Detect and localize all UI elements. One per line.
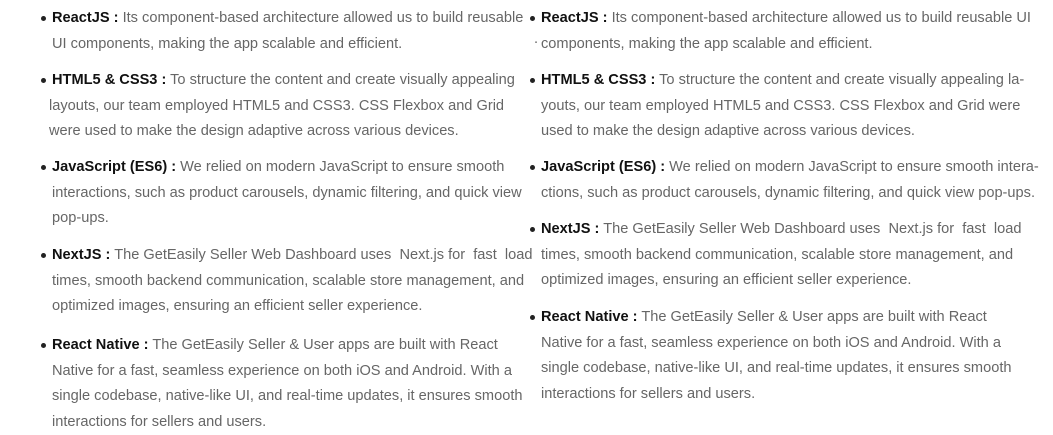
item-text: youts, our team employed HTML5 and CSS3.… — [541, 97, 1021, 114]
item-line: JavaScript (ES6) : We relied on modern J… — [541, 154, 1039, 180]
item-text: single codebase, native-like UI, and rea… — [541, 360, 1012, 376]
item-line: ReactJS : Its component-based architectu… — [52, 5, 523, 31]
item-line: React Native : The GetEasily Seller & Us… — [52, 332, 498, 358]
item-text: layouts, our team employed HTML5 and CSS… — [49, 97, 505, 114]
item-line: times, smooth backend communication, sca… — [52, 268, 524, 294]
item-text: The GetEasily Seller Web Dashboard uses … — [599, 221, 1022, 237]
item-line: ReactJS : Its component-based architectu… — [541, 5, 1031, 31]
item-text: UI components, making the app scalable a… — [52, 35, 403, 52]
left-column: ReactJS : Its component-based architectu… — [41, 0, 532, 435]
item-line: Native for a fast, seamless experience o… — [541, 330, 1001, 356]
item-line: HTML5 & CSS3 : To structure the content … — [541, 67, 1024, 93]
item-line: interactions for sellers and users. — [541, 381, 755, 407]
item-text: used to make the design adaptive across … — [541, 123, 915, 139]
item-line: React Native : The GetEasily Seller & Us… — [541, 304, 987, 330]
item-text: interactions, such as product carousels,… — [52, 184, 522, 201]
bullet-icon — [530, 315, 535, 320]
item-line: NextJS : The GetEasily Seller Web Dashbo… — [52, 242, 532, 268]
bullet-icon — [530, 165, 535, 170]
item-title: HTML5 & CSS3 : — [541, 72, 656, 88]
item-line: interactions for sellers and users. — [52, 409, 266, 435]
item-line: layouts, our team employed HTML5 and CSS… — [49, 93, 504, 119]
item-text: optimized images, ensuring an efficient … — [541, 272, 912, 288]
item-line: single codebase, native-like UI, and rea… — [541, 355, 1012, 381]
right-column: . ReactJS : Its component-based architec… — [530, 0, 1041, 433]
item-line: optimized images, ensuring an efficient … — [541, 267, 911, 293]
item-text: Its component-based architecture allowed… — [118, 10, 524, 26]
bullet-icon — [41, 253, 46, 258]
item-title: ReactJS : — [52, 10, 119, 26]
item-text: We relied on modern JavaScript to ensure… — [665, 159, 1039, 175]
item-text: pop-ups. — [52, 210, 109, 226]
item-text: components, making the app scalable and … — [541, 35, 873, 52]
item-text: interactions for sellers and users. — [52, 413, 267, 430]
item-line: Native for a fast, seamless experience o… — [52, 358, 512, 384]
item-title: NextJS : — [541, 221, 600, 237]
item-line: ctions, such as product carousels, dynam… — [541, 180, 1035, 206]
item-line: interactions, such as product carousels,… — [52, 180, 522, 206]
item-line: used to make the design adaptive across … — [541, 118, 915, 144]
item-text: single codebase, native-like UI, and rea… — [52, 388, 523, 404]
bullet-icon — [41, 16, 46, 21]
item-text: times, smooth backend communication, sca… — [541, 246, 1014, 263]
item-line: pop-ups. — [52, 205, 109, 231]
item-text: To structure the content and create visu… — [655, 72, 1025, 88]
item-text: times, smooth backend communication, sca… — [52, 272, 525, 289]
item-line: components, making the app scalable and … — [541, 31, 873, 57]
item-line: times, smooth backend communication, sca… — [541, 242, 1013, 268]
item-text: To structure the content and create visu… — [166, 72, 515, 88]
item-text: We relied on modern JavaScript to ensure… — [176, 159, 505, 175]
bullet-icon — [41, 165, 46, 170]
item-text: interactions for sellers and users. — [541, 385, 756, 402]
stray-period: . — [534, 31, 539, 47]
item-line: single codebase, native-like UI, and rea… — [52, 383, 523, 409]
bullet-icon — [530, 16, 535, 21]
bullet-icon — [530, 227, 535, 232]
bullet-icon — [530, 78, 535, 83]
item-line: optimized images, ensuring an efficient … — [52, 293, 422, 319]
item-line: NextJS : The GetEasily Seller Web Dashbo… — [541, 216, 1021, 242]
item-text: The GetEasily Seller & User apps are bui… — [637, 309, 987, 325]
item-text: The GetEasily Seller & User apps are bui… — [148, 337, 498, 353]
item-title: React Native : — [541, 309, 638, 325]
item-line: UI components, making the app scalable a… — [52, 31, 402, 57]
item-text: optimized images, ensuring an efficient … — [52, 298, 423, 314]
item-title: JavaScript (ES6) : — [541, 159, 666, 175]
item-text: Its component-based architecture allowed… — [607, 10, 1031, 26]
item-line: JavaScript (ES6) : We relied on modern J… — [52, 154, 504, 180]
item-title: JavaScript (ES6) : — [52, 159, 177, 175]
item-text: The GetEasily Seller Web Dashboard uses … — [110, 247, 533, 263]
item-title: React Native : — [52, 337, 149, 353]
item-title: ReactJS : — [541, 10, 608, 26]
item-line: HTML5 & CSS3 : To structure the content … — [52, 67, 515, 93]
bullet-icon — [41, 343, 46, 348]
item-text: Native for a fast, seamless experience o… — [52, 362, 512, 379]
item-text: ctions, such as product carousels, dynam… — [541, 184, 1035, 201]
bullet-icon — [41, 78, 46, 83]
item-title: NextJS : — [52, 247, 111, 263]
item-text: Native for a fast, seamless experience o… — [541, 334, 1001, 351]
item-title: HTML5 & CSS3 : — [52, 72, 167, 88]
item-text: were used to make the design adaptive ac… — [49, 123, 459, 139]
item-line: youts, our team employed HTML5 and CSS3.… — [541, 93, 1020, 119]
item-line: were used to make the design adaptive ac… — [49, 118, 459, 144]
